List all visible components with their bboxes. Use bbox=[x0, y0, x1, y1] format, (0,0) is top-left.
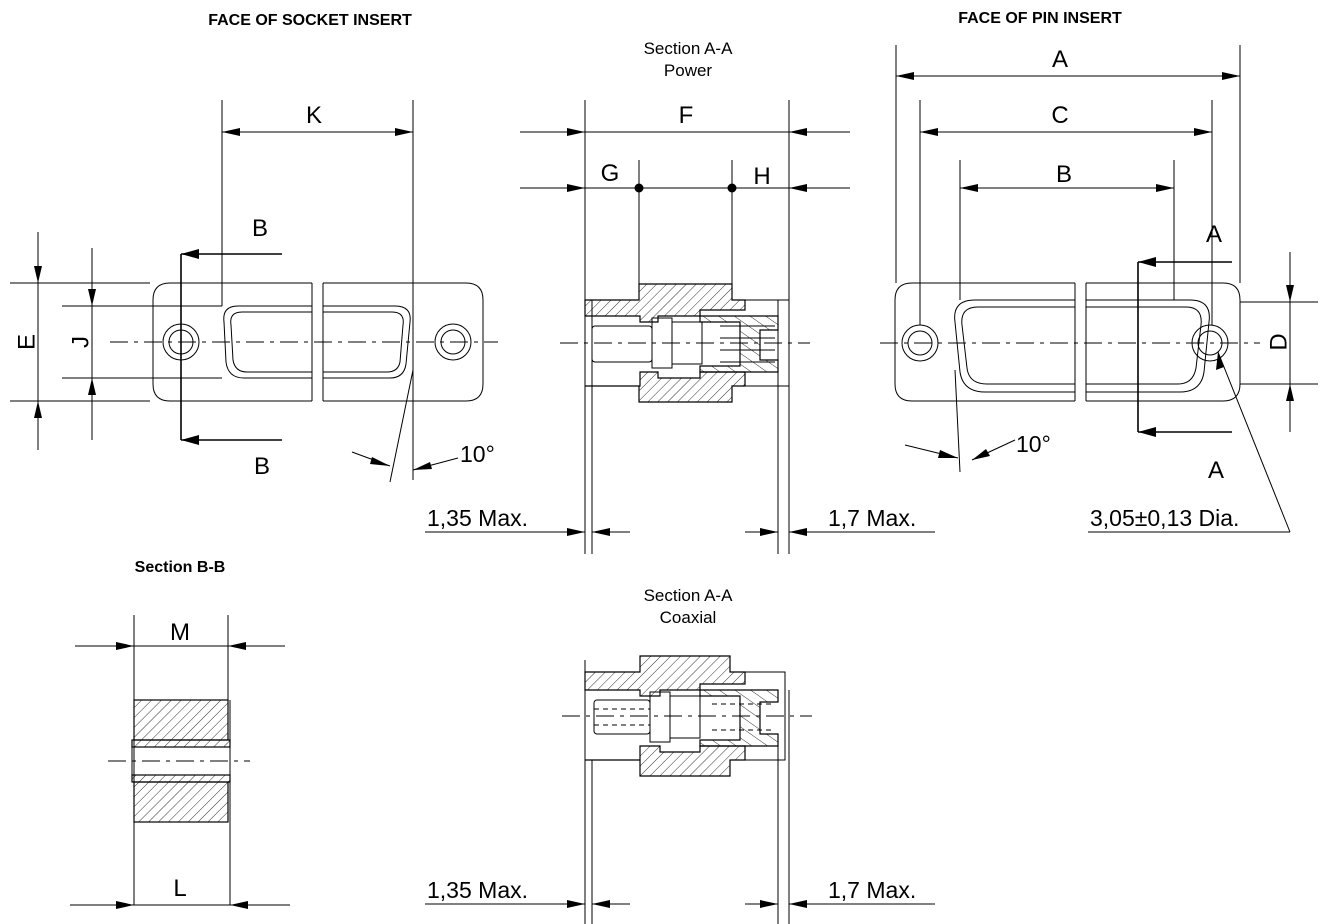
power-right-max-note: 1,7 Max. bbox=[828, 505, 916, 531]
dimension-g-label: G bbox=[601, 160, 620, 187]
socket-angle-label: 10° bbox=[460, 441, 495, 467]
heading-pin-face: FACE OF PIN INSERT bbox=[958, 10, 1122, 27]
dimension-e-label: E bbox=[13, 334, 40, 350]
section-marker-a-top: A bbox=[1206, 221, 1222, 248]
caption-section-aa-power-sub: Power bbox=[664, 61, 713, 80]
power-left-max-note: 1,35 Max. bbox=[427, 505, 528, 531]
dimension-j-label: J bbox=[67, 336, 94, 348]
pin-angle-label: 10° bbox=[1016, 431, 1051, 457]
dimension-b-label: B bbox=[1056, 161, 1072, 188]
hole-diameter-note: 3,05±0,13 Dia. bbox=[1090, 505, 1239, 531]
dimension-l-label: L bbox=[173, 875, 186, 902]
coax-left-max-note: 1,35 Max. bbox=[427, 877, 528, 903]
coax-right-max-note: 1,7 Max. bbox=[828, 877, 916, 903]
pin-insert-face-view bbox=[880, 45, 1318, 533]
section-marker-a-bottom: A bbox=[1208, 457, 1224, 484]
section-aa-coax-view bbox=[425, 655, 935, 924]
dimension-d-label: D bbox=[1265, 333, 1292, 350]
section-aa-power-view bbox=[425, 100, 935, 554]
heading-section-bb: Section B-B bbox=[135, 559, 226, 576]
dimension-a-label: A bbox=[1052, 46, 1068, 73]
dimension-k-label: K bbox=[306, 102, 322, 129]
section-bb-view bbox=[70, 615, 290, 909]
dimension-c-label: C bbox=[1051, 102, 1068, 129]
socket-insert-face-view bbox=[10, 100, 498, 483]
dimension-h-label: H bbox=[753, 163, 770, 190]
dimension-m-label: M bbox=[170, 619, 190, 646]
caption-section-aa-coax-sub: Coaxial bbox=[660, 608, 717, 627]
caption-section-aa-power-title: Section A-A bbox=[644, 39, 733, 58]
heading-socket-face: FACE OF SOCKET INSERT bbox=[208, 12, 412, 29]
section-marker-b-bottom: B bbox=[254, 453, 270, 480]
caption-section-aa-coax-title: Section A-A bbox=[644, 586, 733, 605]
section-marker-b-top: B bbox=[252, 215, 268, 242]
dimension-f-label: F bbox=[679, 102, 694, 129]
